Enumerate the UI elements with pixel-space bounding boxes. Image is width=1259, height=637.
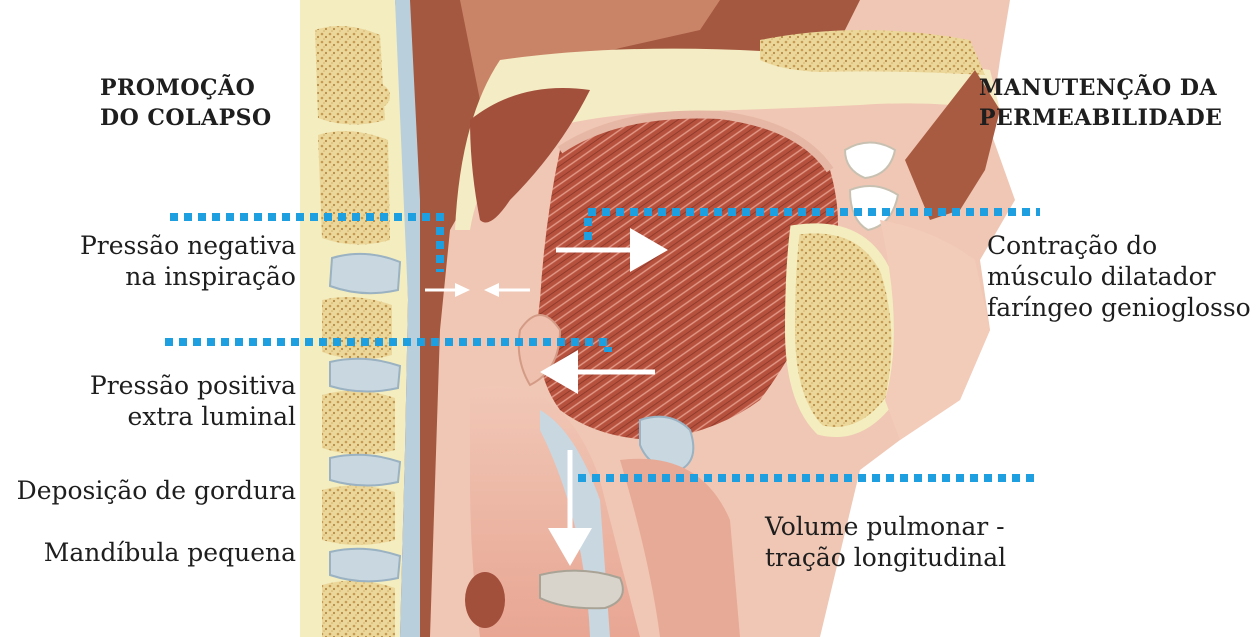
positive-pressure-line-1: Pressão positiva bbox=[90, 370, 296, 401]
negative-pressure-line-2: na inspiração bbox=[80, 261, 296, 292]
patency-maintenance-header: MANUTENÇÃO DA PERMEABILIDADE bbox=[979, 73, 1222, 133]
small-mandible-label: Mandíbula pequena bbox=[44, 537, 296, 568]
positive-pressure-line-2: extra luminal bbox=[90, 401, 296, 432]
lung-volume-line-2: tração longitudinal bbox=[765, 542, 1006, 573]
fat-deposition-label: Deposição de gordura bbox=[17, 475, 296, 506]
collapse-header-line-1: PROMOÇÃO bbox=[100, 73, 272, 103]
patency-header-line-1: MANUTENÇÃO DA bbox=[979, 73, 1222, 103]
negative-pressure-label: Pressão negativa na inspiração bbox=[80, 230, 296, 292]
lung-volume-label: Volume pulmonar - tração longitudinal bbox=[765, 511, 1006, 573]
lung-volume-line-1: Volume pulmonar - bbox=[765, 511, 1006, 542]
negative-pressure-line-1: Pressão negativa bbox=[80, 230, 296, 261]
genioglossus-contraction-label: Contração do músculo dilatador faríngeo … bbox=[987, 230, 1251, 323]
genioglossus-line-3: faríngeo genioglosso bbox=[987, 292, 1251, 323]
genioglossus-line-2: músculo dilatador bbox=[987, 261, 1251, 292]
positive-pressure-label: Pressão positiva extra luminal bbox=[90, 370, 296, 432]
patency-header-line-2: PERMEABILIDADE bbox=[979, 103, 1222, 133]
collapse-promotion-header: PROMOÇÃO DO COLAPSO bbox=[100, 73, 272, 133]
genioglossus-line-1: Contração do bbox=[987, 230, 1251, 261]
collapse-header-line-2: DO COLAPSO bbox=[100, 103, 272, 133]
